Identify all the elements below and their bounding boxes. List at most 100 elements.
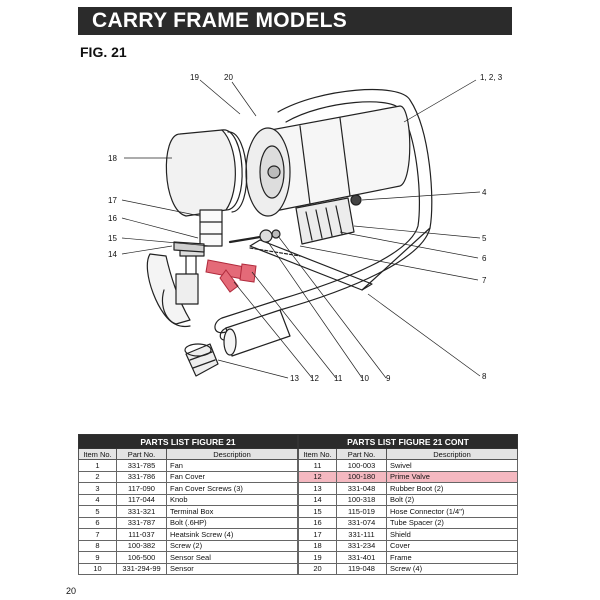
description-cell: Swivel xyxy=(386,459,518,472)
part-number-cell: 331-401 xyxy=(336,551,387,564)
motor-body xyxy=(259,105,411,213)
fan-cover xyxy=(165,129,236,217)
part-number-cell: 331-074 xyxy=(336,516,387,529)
part-number-cell: 111-037 xyxy=(116,528,167,541)
description-cell: Sensor xyxy=(166,562,298,575)
callout-20: 20 xyxy=(224,73,233,82)
description-cell: Heatsink Screw (4) xyxy=(166,528,298,541)
column-header-part: Part No. xyxy=(336,448,387,460)
description-cell: Knob xyxy=(166,493,298,506)
item-number-cell: 17 xyxy=(298,528,337,541)
frame-rail xyxy=(249,239,373,291)
callout-11: 11 xyxy=(334,374,343,383)
callout-19: 19 xyxy=(190,73,199,82)
part-number-cell: 331-321 xyxy=(116,505,167,518)
part-number-cell: 331-048 xyxy=(336,482,387,495)
item-number-cell: 20 xyxy=(298,562,337,575)
description-cell: Hose Connector (1/4") xyxy=(386,505,518,518)
part-number-cell: 100-382 xyxy=(116,539,167,552)
item-number-cell: 16 xyxy=(298,516,337,529)
callout-15: 15 xyxy=(108,234,117,243)
description-cell: Screw (2) xyxy=(166,539,298,552)
description-cell: Fan Cover Screws (3) xyxy=(166,482,298,495)
description-cell: Sensor Seal xyxy=(166,551,298,564)
item-number-cell: 2 xyxy=(78,470,117,483)
part-number-cell: 331-294-99 xyxy=(116,562,167,575)
item-number-cell: 9 xyxy=(78,551,117,564)
column-header-item: Item No. xyxy=(298,448,337,460)
item-number-cell: 7 xyxy=(78,528,117,541)
item-number-cell: 19 xyxy=(298,551,337,564)
item-number-cell: 1 xyxy=(78,459,117,472)
callout-5: 5 xyxy=(482,234,487,243)
parts-list-table-1: PARTS LIST FIGURE 21 Item No. Part No. D… xyxy=(78,434,298,575)
part-number-cell: 100-003 xyxy=(336,459,387,472)
table-title: PARTS LIST FIGURE 21 xyxy=(78,434,298,449)
item-number-cell: 10 xyxy=(78,562,117,575)
page-title: CARRY FRAME MODELS xyxy=(78,7,512,35)
item-number-cell: 11 xyxy=(298,459,337,472)
description-cell: Frame xyxy=(386,551,518,564)
item-number-cell: 5 xyxy=(78,505,117,518)
part-number-cell: 331-786 xyxy=(116,470,167,483)
exploded-diagram: 19 20 1, 2, 3 18 4 17 16 5 15 6 14 7 8 1… xyxy=(108,73,503,383)
column-header-part: Part No. xyxy=(116,448,167,460)
hose-connector xyxy=(173,241,205,253)
item-number-cell: 6 xyxy=(78,516,117,529)
callout-13: 13 xyxy=(290,374,299,383)
description-cell: Bolt (2) xyxy=(386,493,518,506)
callout-17: 17 xyxy=(108,196,117,205)
item-number-cell: 15 xyxy=(298,505,337,518)
figure-label: FIG. 21 xyxy=(80,44,127,60)
description-cell: Shield xyxy=(386,528,518,541)
part-number-cell: 331-787 xyxy=(116,516,167,529)
part-number-cell: 117-090 xyxy=(116,482,167,495)
description-cell: Fan Cover xyxy=(166,470,298,483)
description-cell: Cover xyxy=(386,539,518,552)
item-number-cell: 13 xyxy=(298,482,337,495)
description-cell: Screw (4) xyxy=(386,562,518,575)
column-header-description: Description xyxy=(166,448,298,460)
part-number-cell: 115-019 xyxy=(336,505,387,518)
description-cell: Fan xyxy=(166,459,298,472)
part-number-cell: 100-318 xyxy=(336,493,387,506)
item-number-cell: 8 xyxy=(78,539,117,552)
item-number-cell: 18 xyxy=(298,539,337,552)
callout-16: 16 xyxy=(108,214,117,223)
callout-1-2-3: 1, 2, 3 xyxy=(480,73,503,82)
part-number-cell: 100-180 xyxy=(336,470,387,483)
shield xyxy=(199,209,223,247)
part-number-cell: 331-234 xyxy=(336,539,387,552)
part-number-cell: 331-785 xyxy=(116,459,167,472)
part-number-cell: 331-111 xyxy=(336,528,387,541)
item-number-cell: 3 xyxy=(78,482,117,495)
carry-frame-tube xyxy=(225,88,433,329)
callout-18: 18 xyxy=(108,154,117,163)
suction-tube xyxy=(146,253,191,325)
part-number-cell: 117-044 xyxy=(116,493,167,506)
item-number-cell: 4 xyxy=(78,493,117,506)
description-cell: Rubber Boot (2) xyxy=(386,482,518,495)
callout-4: 4 xyxy=(482,188,487,197)
callout-7: 7 xyxy=(482,276,487,285)
callout-6: 6 xyxy=(482,254,487,263)
parts-list-table-2: PARTS LIST FIGURE 21 CONT Item No. Part … xyxy=(298,434,518,575)
